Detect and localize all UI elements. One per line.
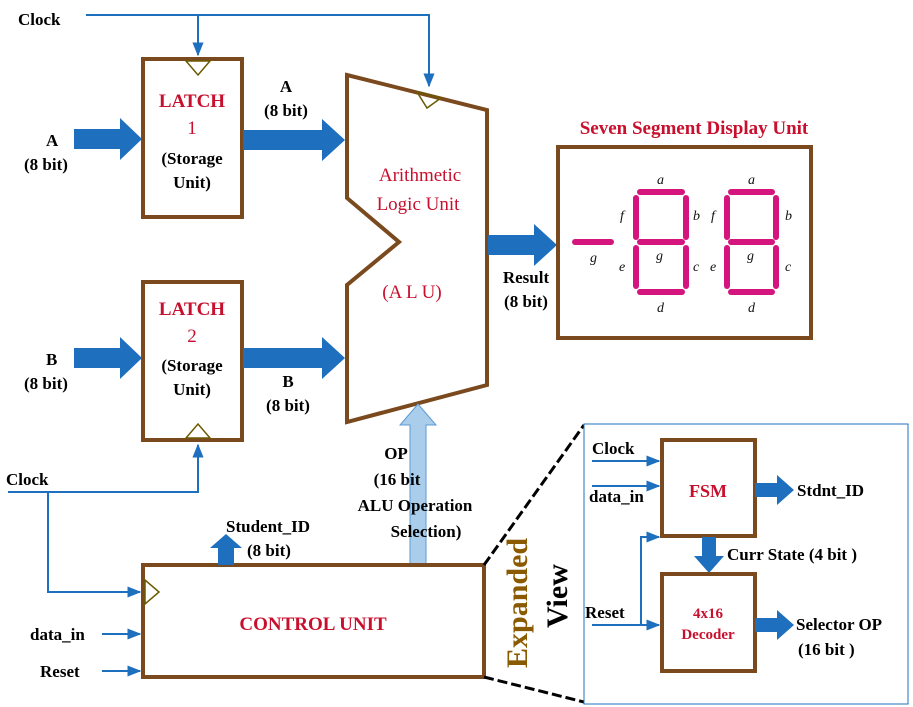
stdnt-id-label: Stdnt_ID — [797, 481, 864, 500]
latch-1-block — [141, 57, 244, 219]
bus-b-arrow — [243, 337, 345, 379]
latch-2-block — [141, 280, 244, 442]
latch-2-number: 2 — [187, 326, 197, 347]
input-b-label: B — [46, 350, 57, 369]
latch-1-number: 1 — [187, 118, 197, 139]
fsm-label: FSM — [689, 481, 727, 501]
input-a-width: (8 bit) — [24, 155, 68, 174]
digit-2-label-f: f — [711, 209, 717, 224]
latch-1-title: LATCH — [159, 91, 225, 112]
op-bus-arrow — [398, 403, 438, 566]
selector-op-label: Selector OP — [796, 615, 882, 634]
input-a-label: A — [46, 131, 59, 150]
reset-label: Reset — [40, 662, 80, 681]
latch-1-clock-triangle — [184, 60, 212, 77]
digit-1-label-e: e — [619, 260, 625, 275]
expanded-reset-label: Reset — [585, 603, 625, 622]
stdnt-id-arrow — [755, 475, 794, 505]
expanded-reset-wiring — [592, 531, 661, 631]
digit-2-label-e: e — [710, 260, 716, 275]
alu-block — [345, 72, 489, 425]
clock-bottom-label: Clock — [6, 470, 49, 489]
selector-op-arrow — [755, 610, 794, 640]
input-a-bus-arrow — [74, 118, 142, 160]
result-width: (8 bit) — [504, 292, 548, 311]
curr-state-arrow — [694, 537, 724, 573]
digit-1-label-g: g — [656, 249, 663, 264]
op-line3: ALU Operation — [358, 496, 473, 515]
fsm-block — [660, 438, 757, 538]
op-line1: OP — [384, 444, 408, 463]
alu-line2: Logic Unit — [377, 194, 461, 215]
expanded-view-callout-lines — [482, 424, 586, 704]
alu-line1: Arithmetic — [379, 165, 461, 186]
sign-segment-label: g — [590, 251, 597, 266]
digit-1-label-a: a — [657, 173, 664, 188]
digit-1-label-f: f — [620, 209, 626, 224]
digit-2-label-g: g — [747, 249, 754, 264]
digit-2-label-d: d — [748, 301, 756, 316]
latch-2-clock-triangle — [184, 422, 212, 439]
latch-2-sub1: (Storage — [161, 356, 223, 375]
input-b-bus-arrow — [74, 337, 142, 379]
bus-a-width: (8 bit) — [264, 101, 308, 120]
clock-bottom-wiring — [8, 443, 204, 598]
decoder-line1: 4x16 — [693, 606, 724, 622]
result-label: Result — [503, 268, 550, 287]
student-id-label: Student_ID — [226, 517, 310, 536]
control-unit-clock-triangle — [144, 578, 161, 606]
bus-a-label: A — [280, 77, 293, 96]
digit-2-label-b: b — [785, 209, 792, 224]
bus-a-arrow — [243, 119, 345, 161]
digit-2: a b c d e f g — [710, 173, 792, 316]
control-unit-title: CONTROL UNIT — [239, 614, 387, 635]
selector-op-width: (16 bit ) — [798, 640, 855, 659]
digit-2-label-a: a — [748, 173, 755, 188]
expanded-label-line2: View — [541, 564, 574, 628]
bus-b-width: (8 bit) — [266, 396, 310, 415]
bus-b-label: B — [282, 372, 293, 391]
clock-top-label: Clock — [18, 10, 61, 29]
digit-1: a b c d e f g — [619, 173, 700, 316]
alu-clock-triangle — [415, 90, 443, 110]
digit-1-label-c: c — [693, 260, 700, 275]
expanded-data-in-label: data_in — [589, 487, 644, 506]
latch-1-sub2: Unit) — [173, 173, 211, 192]
student-id-width: (8 bit) — [247, 541, 291, 560]
latch-2-sub2: Unit) — [173, 380, 211, 399]
student-id-arrow — [210, 534, 242, 565]
input-b-width: (8 bit) — [24, 374, 68, 393]
expanded-label-line1: Expanded — [501, 538, 534, 668]
decoder-line2: Decoder — [681, 627, 735, 643]
op-line2: (16 bit — [374, 470, 421, 489]
result-bus-arrow — [488, 224, 557, 266]
digit-2-label-c: c — [785, 260, 792, 275]
digit-1-label-b: b — [693, 209, 700, 224]
data-in-label: data_in — [30, 625, 85, 644]
latch-2-title: LATCH — [159, 299, 225, 320]
display-title: Seven Segment Display Unit — [580, 118, 809, 139]
alu-line3: (A L U) — [382, 282, 441, 303]
expanded-clock-label: Clock — [592, 439, 635, 458]
op-line4: Selection) — [391, 522, 462, 541]
curr-state-label: Curr State (4 bit ) — [727, 545, 857, 564]
digit-1-label-d: d — [657, 301, 665, 316]
control-unit-block — [141, 563, 486, 679]
clock-top-wiring — [86, 14, 435, 88]
decoder-block — [660, 572, 757, 673]
latch-1-sub1: (Storage — [161, 149, 223, 168]
